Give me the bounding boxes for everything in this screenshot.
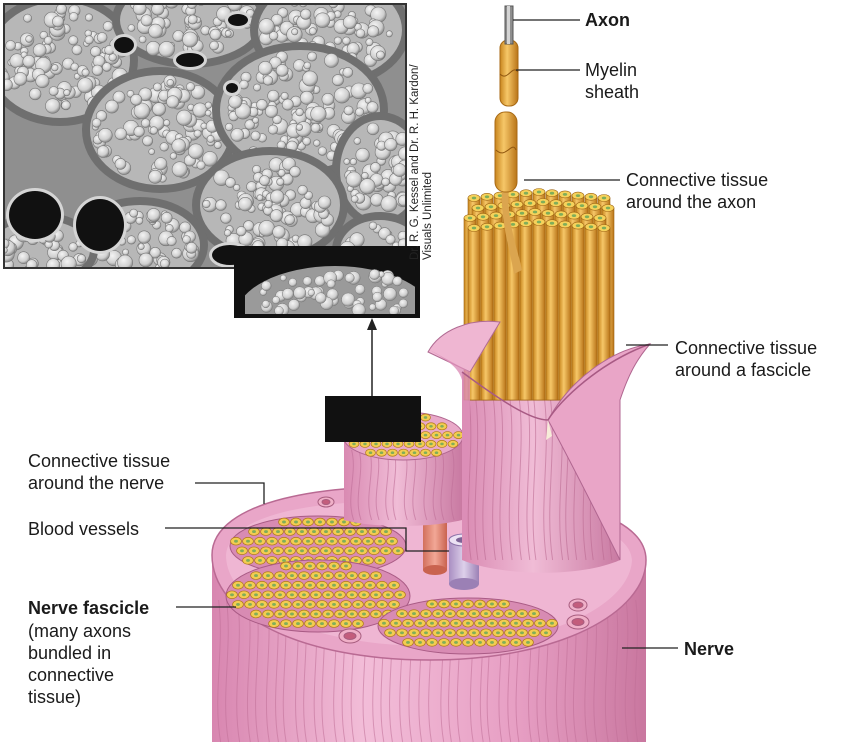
photo-credit: Dr. R. G. Kessel and Dr. R. H. Kardon/ V…	[409, 64, 434, 260]
axon-bundle	[463, 188, 615, 401]
micrograph	[3, 3, 407, 269]
label-nerve: Nerve	[684, 639, 735, 659]
leader-lines	[165, 19, 678, 649]
label-myelin-sheath: Myelin sheath	[585, 60, 640, 102]
fascicle-sheath	[427, 320, 652, 561]
micrograph-inset	[234, 246, 420, 318]
label-nerve-fascicle-note: (many axons bundled in connective tissue…	[28, 621, 132, 707]
label-blood-vessels: Blood vessels	[28, 519, 140, 539]
label-axon: Axon	[585, 10, 630, 30]
nerve-fascicle-left	[225, 559, 411, 633]
label-nerve-fascicle: Nerve fascicle	[28, 598, 150, 618]
magnify-arrow	[367, 318, 377, 396]
nerve-fascicle-right	[377, 597, 559, 655]
magnify-box	[325, 396, 421, 442]
label-ct-axon: Connective tissue around the axon	[626, 170, 769, 212]
label-ct-nerve: Connective tissue around the nerve	[28, 451, 171, 493]
small-vessels	[317, 496, 590, 644]
nerve-fascicle-upper	[229, 515, 407, 577]
label-ct-fascicle: Connective tissue around a fascicle	[675, 338, 818, 380]
single-axon	[494, 5, 522, 274]
